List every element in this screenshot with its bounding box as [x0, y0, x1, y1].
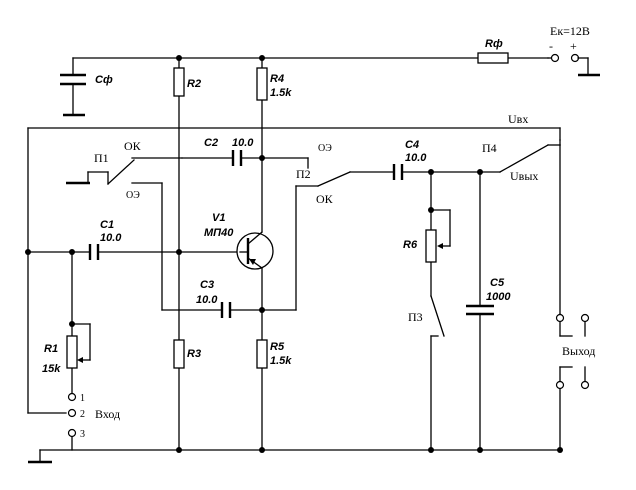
c4-value: 10.0: [405, 152, 427, 164]
capacitor-c5: C5 1000: [466, 277, 511, 316]
r4-value: 1.5k: [270, 87, 292, 99]
output-label: Выход: [562, 344, 595, 358]
supply-label: Eк=12В: [550, 24, 590, 38]
c3-value: 10.0: [196, 294, 218, 306]
supply-plus-label: +: [570, 39, 577, 53]
resistor-r1: R1 15k: [42, 335, 91, 375]
v1-emitter-arrow: [249, 259, 256, 265]
switch-p1: П1 ОК ОЭ: [66, 139, 142, 201]
output-pin-a: [555, 313, 565, 323]
supply-terminals: Eк=12В - +: [549, 24, 600, 77]
junction-dots: [25, 55, 563, 453]
capacitor-c1: C1 10.0: [88, 219, 122, 260]
output-pin-d: [580, 380, 590, 390]
p2-label: П2: [296, 167, 311, 181]
p1-pos-b: ОЭ: [126, 190, 140, 201]
r6-label: R6: [403, 239, 418, 251]
output-pin-b: [580, 313, 590, 323]
switch-p4: П4 Uвх Uвых: [482, 112, 561, 183]
r1-wiper-arrow: [77, 357, 83, 363]
resistor-r3: R3: [173, 339, 201, 369]
capacitor-c3: C3 10.0: [196, 279, 232, 318]
input-pin-1: [67, 392, 77, 402]
uout-label: Uвых: [510, 169, 538, 183]
c2-label: C2: [204, 137, 218, 149]
c2-value: 10.0: [232, 137, 254, 149]
c3-label: C3: [200, 279, 214, 291]
c1-value: 10.0: [100, 232, 122, 244]
p2-pos-a: ОЭ: [318, 143, 332, 154]
rf-label: Rф: [485, 38, 503, 50]
r1-label: R1: [44, 343, 58, 355]
p3-blade: [430, 295, 445, 337]
switch-p3: П3: [408, 295, 445, 337]
p3-label: П3: [408, 310, 423, 324]
input-pin-3-label: 3: [80, 429, 85, 440]
resistor-r6: R6: [403, 229, 451, 263]
capacitor-cf: Cф: [60, 73, 113, 117]
c4-label: C4: [405, 139, 419, 151]
uin-label: Uвх: [508, 112, 528, 126]
supply-minus-terminal: [550, 53, 560, 63]
input-label: Вход: [95, 407, 120, 421]
v1-type: МП40: [204, 227, 234, 239]
r1-value: 15k: [42, 363, 61, 375]
r5-label: R5: [270, 341, 285, 353]
capacitor-c4: C4 10.0: [392, 139, 427, 180]
c5-label: C5: [490, 277, 505, 289]
p1-pos-a: ОК: [124, 139, 142, 153]
c5-value: 1000: [486, 291, 511, 303]
input-pin-2: [67, 408, 77, 418]
c1-label: C1: [100, 219, 114, 231]
p4-label: П4: [482, 141, 497, 155]
r3-label: R3: [187, 348, 201, 360]
resistor-rf: Rф: [477, 38, 509, 64]
wires: [27, 57, 589, 451]
r5-value: 1.5k: [270, 355, 292, 367]
capacitor-c2: C2 10.0: [204, 137, 254, 166]
output-connector: Выход: [555, 313, 595, 390]
resistor-r5: R5 1.5k: [256, 339, 292, 369]
cf-label: Cф: [95, 74, 113, 86]
r4-label: R4: [270, 73, 284, 85]
p2-blade: [317, 171, 351, 187]
transistor-v1: V1 МП40: [204, 212, 274, 270]
r2-label: R2: [187, 78, 201, 90]
resistor-r2: R2: [173, 67, 201, 97]
resistor-r4: R4 1.5k: [256, 67, 292, 101]
v1-label: V1: [212, 212, 225, 224]
input-pin-2-label: 2: [80, 409, 85, 420]
input-pin-3: [67, 428, 77, 438]
switch-p2: П2 ОЭ ОК: [296, 143, 351, 206]
supply-minus-label: -: [549, 39, 553, 53]
r6-wiper-arrow: [437, 243, 443, 249]
input-pin-1-label: 1: [80, 393, 85, 404]
p1-label: П1: [94, 151, 109, 165]
output-pin-c: [555, 380, 565, 390]
p4-blade: [499, 144, 549, 173]
input-connector: 1 2 3 Вход: [67, 392, 120, 440]
p1-blade: [107, 159, 135, 185]
p2-pos-b: ОК: [316, 192, 334, 206]
